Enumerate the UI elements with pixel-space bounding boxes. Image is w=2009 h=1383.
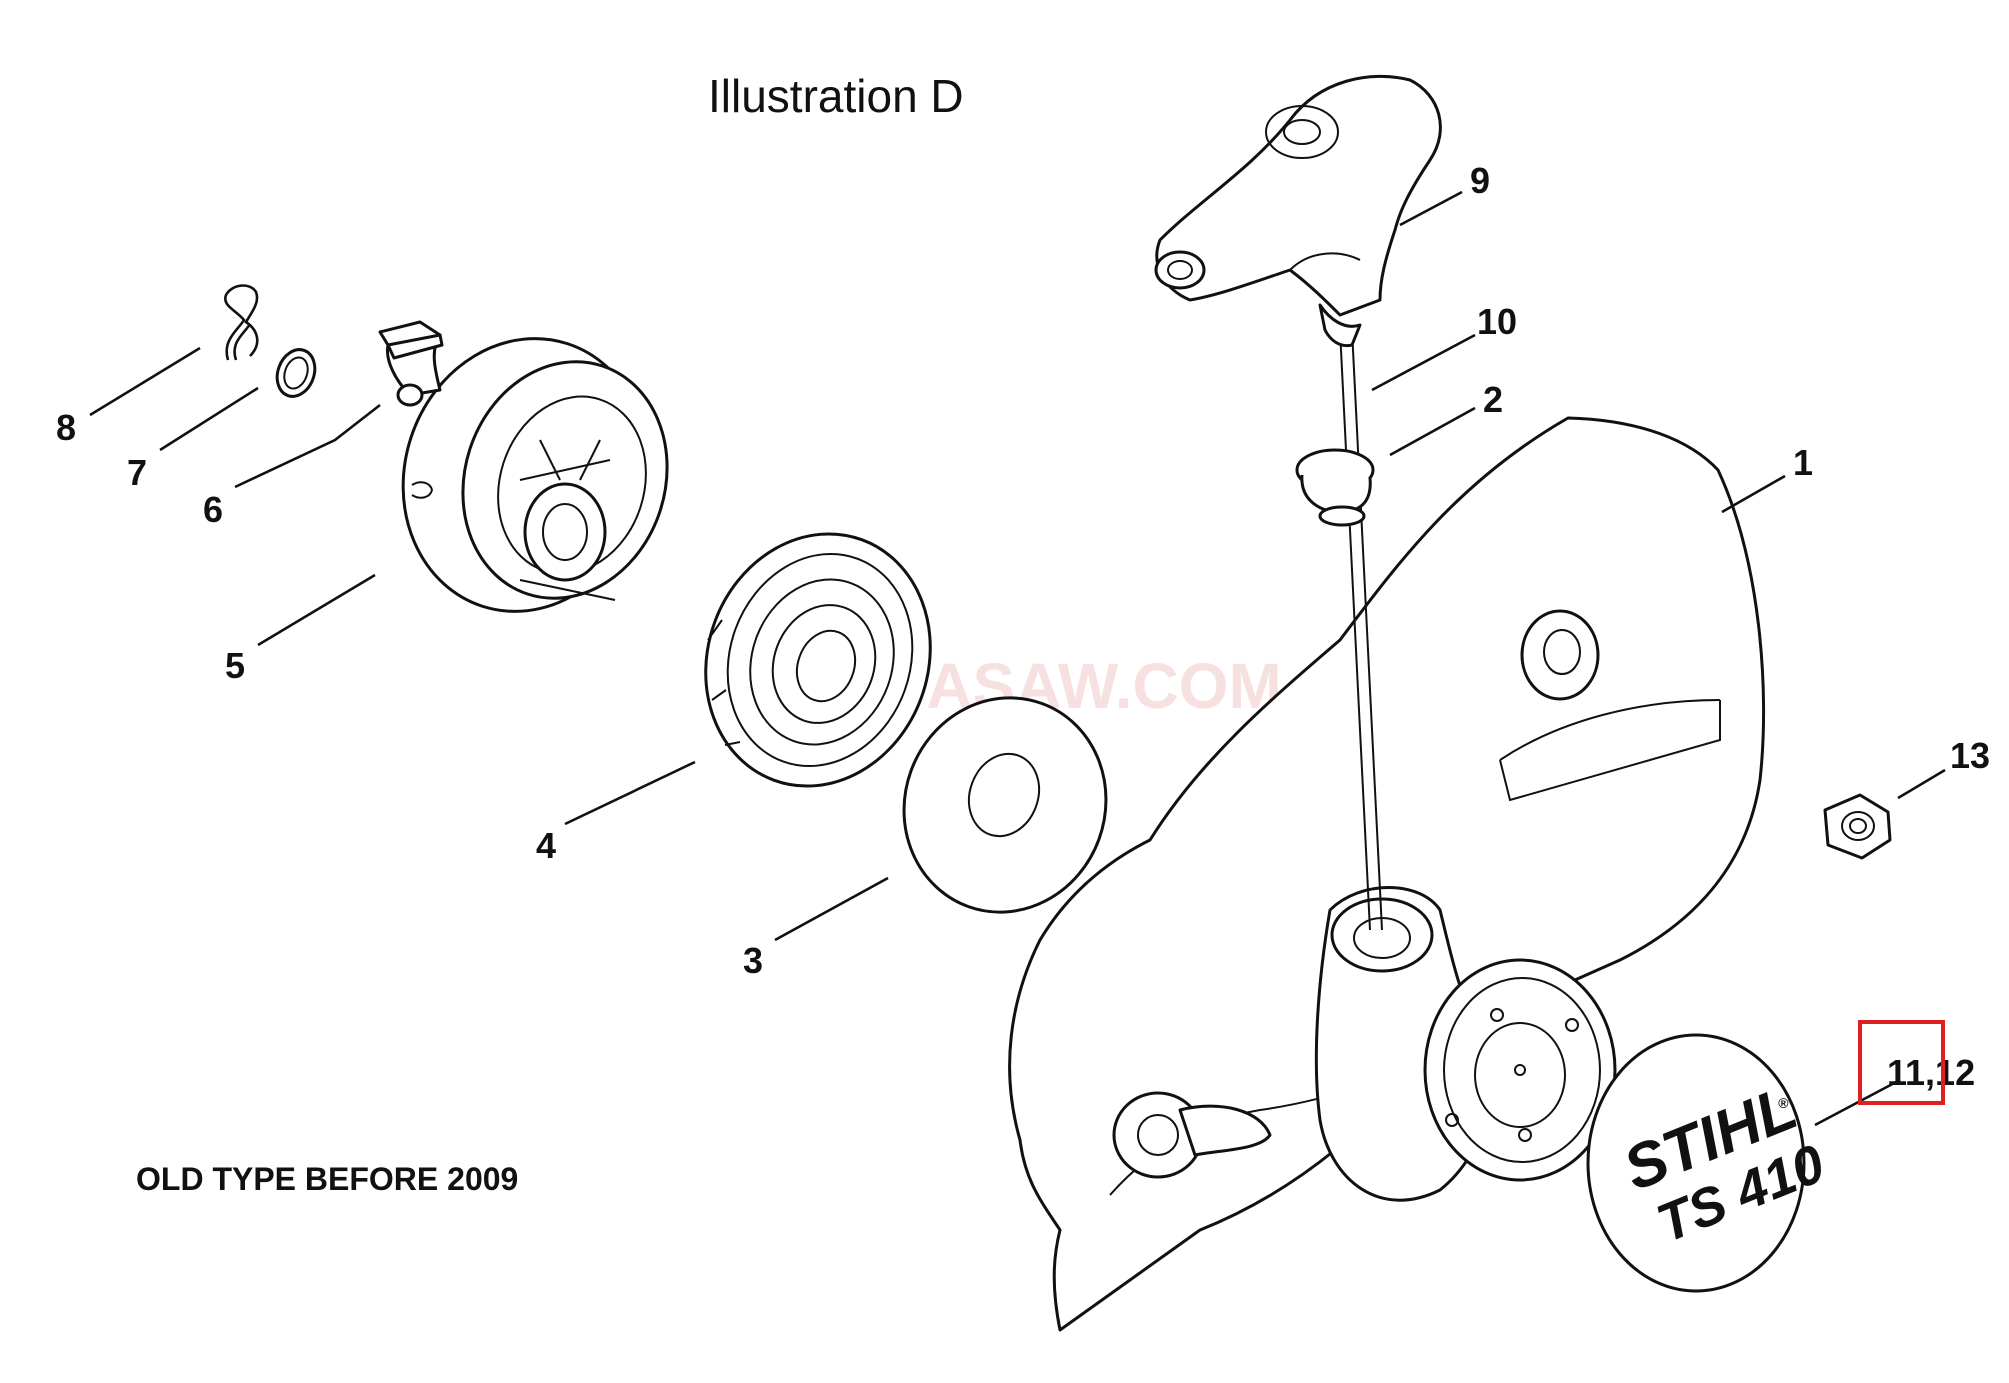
callout-4: 4 bbox=[536, 825, 556, 866]
part-7-ring bbox=[275, 348, 317, 398]
part-5-rope-rotor bbox=[401, 337, 669, 613]
callout-labels: 8 7 6 5 4 3 9 10 2 1 13 11,12 bbox=[56, 160, 1990, 1093]
part-11-12-badge: STIHL TS 410 ® bbox=[1586, 1033, 1833, 1293]
callout-1: 1 bbox=[1793, 442, 1813, 483]
highlight-box bbox=[1858, 1020, 1945, 1105]
old-type-note: OLD TYPE BEFORE 2009 bbox=[136, 1161, 518, 1197]
badge-registered-mark: ® bbox=[1778, 1095, 1789, 1111]
part-4-rewind-spring bbox=[704, 532, 932, 788]
diagram-title: Illustration D bbox=[708, 70, 964, 122]
callout-6: 6 bbox=[203, 489, 223, 530]
part-10-rope bbox=[1339, 329, 1383, 931]
part-6-pawl bbox=[378, 320, 444, 407]
callout-13: 13 bbox=[1950, 735, 1990, 776]
leader-lines bbox=[89, 190, 1946, 1127]
callout-3: 3 bbox=[743, 940, 763, 981]
callout-7: 7 bbox=[127, 452, 147, 493]
callout-10: 10 bbox=[1477, 301, 1517, 342]
watermark: DASAW.COM bbox=[880, 650, 1282, 722]
part-8-spring-clip bbox=[224, 284, 259, 361]
callout-11-12: 11,12 bbox=[1887, 1052, 1975, 1093]
part-3-washer bbox=[902, 696, 1108, 914]
part-1-starter-cover bbox=[1008, 416, 1766, 1332]
part-13-nut bbox=[1823, 793, 1892, 860]
callout-5: 5 bbox=[225, 645, 245, 686]
callout-2: 2 bbox=[1483, 379, 1503, 420]
callout-8: 8 bbox=[56, 407, 76, 448]
part-9-starter-grip bbox=[1154, 74, 1442, 348]
part-2-rope-guide-bushing bbox=[1295, 448, 1375, 527]
callout-9: 9 bbox=[1470, 160, 1490, 201]
